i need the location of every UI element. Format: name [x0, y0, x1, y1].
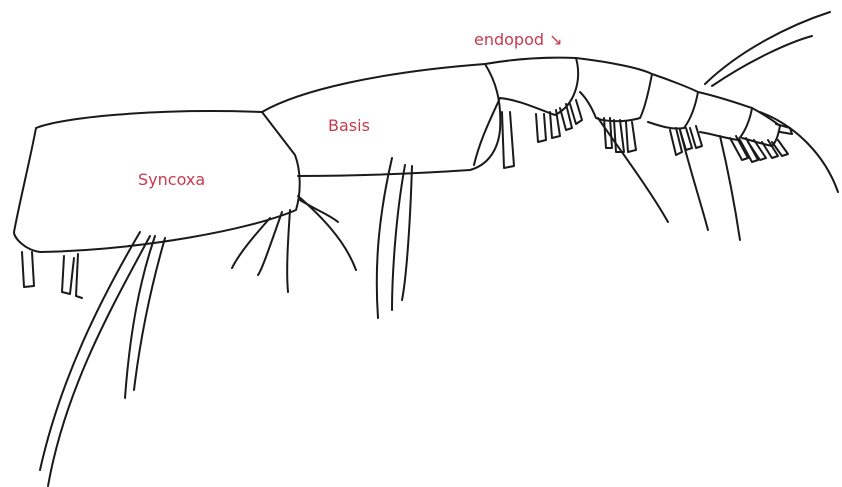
basis-label: Basis: [328, 116, 370, 135]
syncoxa-long-seta-4: [134, 238, 165, 390]
endopod-label-text: endopod: [474, 30, 544, 49]
distal-seta-2: [712, 36, 812, 86]
syncoxa-tube-seta-2: [62, 256, 74, 294]
endopod-1-seta-4: [570, 100, 582, 124]
endopod-label: endopod ↘: [474, 30, 563, 49]
endopod-2-seta-3: [626, 122, 636, 152]
syncoxa-tube-seta-1: [22, 252, 34, 287]
syncoxa-long-seta-9: [300, 200, 338, 222]
syncoxa-tube-seta-3: [76, 254, 82, 298]
syncoxa-label: Syncoxa: [138, 170, 205, 189]
basis-tube-seta: [502, 112, 514, 168]
syncoxa-long-seta-7: [287, 210, 290, 292]
basis-long-seta-3: [402, 166, 412, 300]
basis-long-seta-4: [474, 98, 500, 165]
syncoxa-long-seta-3: [125, 236, 155, 398]
endopod-3-seta-4: [680, 130, 708, 230]
endopod-arrow-icon: ↘: [549, 30, 562, 49]
syncoxa-long-seta-1: [40, 232, 140, 470]
distal-seta-1: [705, 12, 830, 84]
endopod-segment-2: [576, 58, 652, 121]
basis-long-seta-1: [377, 158, 392, 318]
syncoxa-long-seta-8: [298, 196, 356, 270]
endopod-segment-4: [698, 92, 752, 140]
basis-segment: [262, 64, 500, 176]
endopod-1-seta-1: [536, 114, 546, 142]
distal-seta-3: [760, 112, 838, 192]
endopod-segment-3: [648, 74, 698, 129]
